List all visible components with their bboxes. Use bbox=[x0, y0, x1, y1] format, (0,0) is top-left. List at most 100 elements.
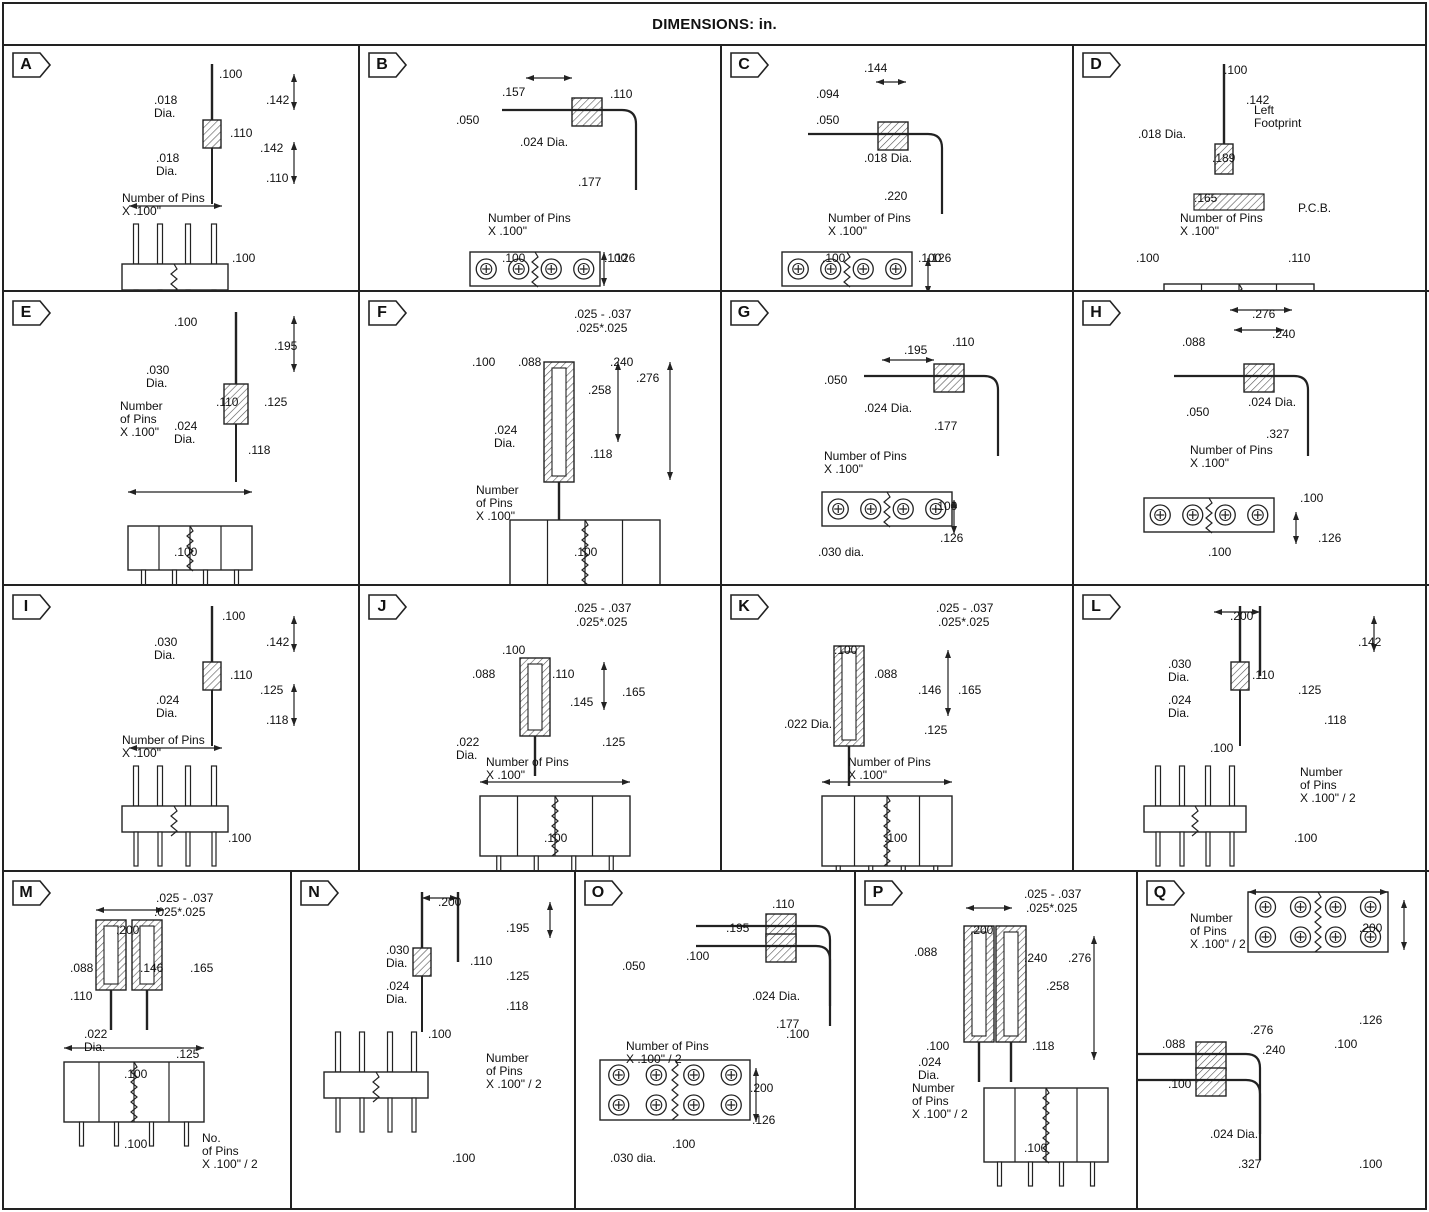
dimension-label: .118 bbox=[1324, 713, 1347, 727]
panel-tag: G bbox=[730, 300, 770, 326]
panel-tag: H bbox=[1082, 300, 1122, 326]
socket-contact bbox=[832, 502, 845, 516]
pin bbox=[148, 1121, 155, 1147]
panel-tag: N bbox=[300, 880, 340, 906]
dimension-label: .327 bbox=[1238, 1157, 1262, 1171]
socket-contact bbox=[929, 502, 942, 516]
arrow-head bbox=[214, 745, 222, 751]
socket-contact bbox=[1329, 900, 1342, 914]
arrow-head bbox=[1234, 327, 1242, 333]
panel-tag: E bbox=[12, 300, 52, 326]
arrow-head bbox=[291, 176, 297, 184]
dimension-label: Number of Pins X .100" / 2 bbox=[1190, 911, 1246, 951]
panel-letter: C bbox=[738, 56, 750, 73]
socket-contact bbox=[1251, 508, 1264, 522]
drawing-group bbox=[963, 905, 1109, 1187]
socket-contact bbox=[577, 262, 590, 276]
dimension-label: .110 bbox=[552, 667, 575, 681]
panel-letter: F bbox=[377, 304, 387, 321]
break-line bbox=[843, 251, 851, 288]
dimension-label: .030 dia. bbox=[818, 545, 865, 559]
right-angle-pin bbox=[696, 924, 832, 1006]
arrow-head bbox=[1252, 609, 1260, 615]
arrow-head bbox=[291, 74, 297, 82]
socket-bore bbox=[1003, 931, 1019, 1037]
dimension-label: .025*.025 bbox=[154, 905, 206, 919]
dimension-label: .100 bbox=[544, 831, 568, 845]
socket-bore bbox=[551, 367, 567, 477]
dimension-label: .100 bbox=[1224, 63, 1248, 77]
panel-letter: J bbox=[377, 598, 387, 615]
right-angle-pin bbox=[1174, 374, 1310, 456]
pin bbox=[1154, 765, 1162, 807]
pin bbox=[496, 855, 502, 870]
dimension-label: .100 bbox=[174, 315, 198, 329]
dimension-label: .276 bbox=[636, 371, 660, 385]
tag-arrow-shape bbox=[1082, 300, 1122, 326]
pin bbox=[78, 1121, 85, 1147]
dimension-label: Number of Pins X .100" bbox=[828, 211, 911, 238]
dimension-label: .110 bbox=[1288, 251, 1311, 265]
dimension-label: .100 bbox=[1300, 491, 1324, 505]
break-line bbox=[186, 525, 194, 572]
pin bbox=[1205, 831, 1211, 867]
dimension-label: .165 bbox=[190, 961, 214, 975]
dimension-label: .125 bbox=[506, 969, 530, 983]
pin bbox=[1089, 1161, 1096, 1187]
arrow-head bbox=[291, 102, 297, 110]
panel-drawing bbox=[821, 357, 1000, 534]
right-angle-pin bbox=[1138, 1052, 1262, 1134]
drawing-group bbox=[121, 64, 297, 290]
tag-arrow-shape bbox=[12, 52, 52, 78]
panel-tag: B bbox=[368, 52, 408, 78]
panel-tag: F bbox=[368, 300, 408, 326]
socket-contact bbox=[545, 262, 558, 276]
socket-contact bbox=[612, 1068, 625, 1082]
tag-arrow-shape bbox=[584, 880, 624, 906]
tag-arrow-shape bbox=[1082, 594, 1122, 620]
panel-letter: K bbox=[738, 598, 750, 615]
arrow-head bbox=[244, 489, 252, 495]
arrow-head bbox=[925, 286, 931, 290]
dimension-label: .276 bbox=[1068, 951, 1092, 965]
arrow-head bbox=[753, 1114, 759, 1122]
pin bbox=[233, 569, 240, 584]
drawing-group bbox=[479, 657, 631, 870]
arrow-head bbox=[547, 930, 553, 938]
tag-arrow-shape bbox=[1146, 880, 1186, 906]
dimension-label: .165 bbox=[622, 685, 646, 699]
pin bbox=[410, 1031, 418, 1073]
arrow-head bbox=[1284, 307, 1292, 313]
panel-drawing bbox=[121, 606, 297, 867]
panel-letter: Q bbox=[1153, 884, 1167, 901]
drawing-group bbox=[509, 361, 673, 584]
dimension-label: .165 bbox=[1194, 191, 1218, 205]
break-line bbox=[170, 805, 178, 837]
panel-tag: C bbox=[730, 52, 770, 78]
dimension-label: Number of Pins X .100" / 2 bbox=[626, 1039, 709, 1066]
dimension-label: .146 bbox=[918, 683, 942, 697]
arrow-head bbox=[291, 718, 297, 726]
dimension-label: .024 Dia. bbox=[1248, 395, 1297, 409]
dimension-label: .018 Dia. bbox=[156, 151, 180, 178]
dimension-label: Number of Pins X .100" bbox=[848, 755, 931, 782]
right-angle-pin bbox=[808, 132, 944, 214]
dimension-label: .125 bbox=[602, 735, 626, 749]
dimension-label: .110 bbox=[266, 171, 289, 185]
dimension-label: Number of Pins X .100" bbox=[824, 449, 907, 476]
socket-contact bbox=[1259, 900, 1272, 914]
dimension-label: .100 bbox=[174, 545, 198, 559]
pin bbox=[184, 223, 192, 265]
arrow-head bbox=[422, 895, 430, 901]
dimension-label: .177 bbox=[578, 175, 602, 189]
dimension-label: .022 Dia. bbox=[84, 1027, 108, 1054]
drawing-group bbox=[821, 357, 1000, 534]
dimension-label: .018 Dia. bbox=[154, 93, 178, 120]
socket-bore bbox=[971, 931, 987, 1037]
drawing-group bbox=[63, 907, 205, 1147]
pin bbox=[157, 831, 163, 867]
dimension-label: .195 bbox=[904, 343, 928, 357]
dimension-label: .110 bbox=[470, 954, 493, 968]
